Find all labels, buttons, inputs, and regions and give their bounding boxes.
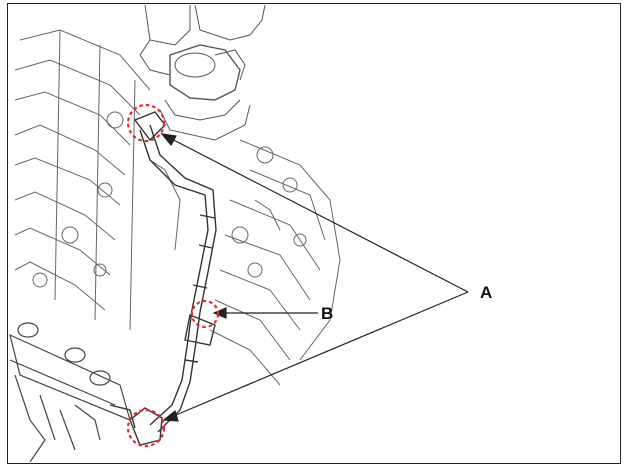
leader-line-a-top xyxy=(161,133,469,293)
fuel-rail xyxy=(9,322,131,462)
arrowhead-a-top xyxy=(160,133,177,147)
label-b: B xyxy=(321,304,334,323)
highlight-circles xyxy=(126,103,220,448)
hose xyxy=(109,111,217,446)
leader-line-a-bottom xyxy=(163,291,469,421)
diagram-frame xyxy=(7,3,621,464)
highlight-circle-top xyxy=(126,103,166,143)
arrowhead-b xyxy=(212,307,227,319)
engine-block xyxy=(14,29,341,386)
highlight-circle-b xyxy=(190,299,220,329)
leader-lines xyxy=(160,133,469,422)
arrowhead-a-bottom xyxy=(162,409,179,422)
highlight-circle-bottom xyxy=(126,408,166,448)
top-housing xyxy=(139,5,266,141)
label-a: A xyxy=(480,283,493,302)
